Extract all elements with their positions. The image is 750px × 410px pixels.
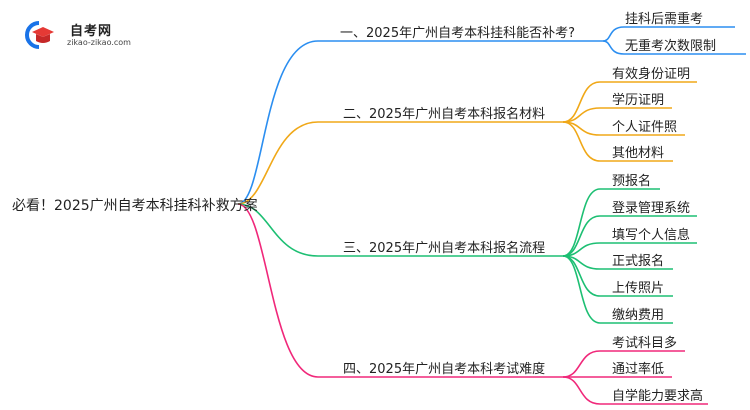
branch-node-1[interactable]: 一、2025年广州自考本科挂科能否补考?	[340, 26, 575, 41]
connector-branch-3	[237, 203, 563, 257]
site-logo[interactable]: 自考网 zikao-zikao.com	[22, 18, 162, 50]
leaf-node[interactable]: 挂科后需重考	[625, 12, 704, 27]
leaf-node[interactable]: 缴纳费用	[612, 308, 665, 323]
logo-url: zikao-zikao.com	[67, 38, 131, 47]
connector-branch-4	[237, 203, 563, 378]
branch-node-2[interactable]: 二、2025年广州自考本科报名材料	[343, 107, 546, 122]
connector-branch-2	[237, 121, 563, 205]
leaf-node[interactable]: 预报名	[612, 174, 652, 189]
leaf-node[interactable]: 上传照片	[612, 281, 665, 296]
root-node[interactable]: 必看！2025广州自考本科挂科补救方案	[12, 198, 258, 214]
leaf-node[interactable]: 自学能力要求高	[612, 389, 704, 404]
leaf-node[interactable]: 考试科目多	[612, 336, 678, 351]
leaf-node[interactable]: 学历证明	[612, 93, 665, 108]
leaf-node[interactable]: 通过率低	[612, 362, 665, 377]
leaf-node[interactable]: 正式报名	[612, 254, 665, 269]
leaf-node[interactable]: 个人证件照	[612, 120, 678, 135]
leaf-node[interactable]: 有效身份证明	[612, 67, 691, 82]
branch-node-4[interactable]: 四、2025年广州自考本科考试难度	[343, 362, 546, 377]
leaf-node[interactable]: 登录管理系统	[612, 201, 691, 216]
leaf-node[interactable]: 无重考次数限制	[625, 39, 717, 54]
graduation-cap-icon	[25, 21, 54, 49]
leaf-node[interactable]: 填写个人信息	[612, 228, 691, 243]
logo-title: 自考网	[70, 24, 113, 39]
branch-node-3[interactable]: 三、2025年广州自考本科报名流程	[343, 241, 546, 256]
connector-branch-1	[237, 40, 603, 205]
leaf-node[interactable]: 其他材料	[612, 146, 665, 161]
